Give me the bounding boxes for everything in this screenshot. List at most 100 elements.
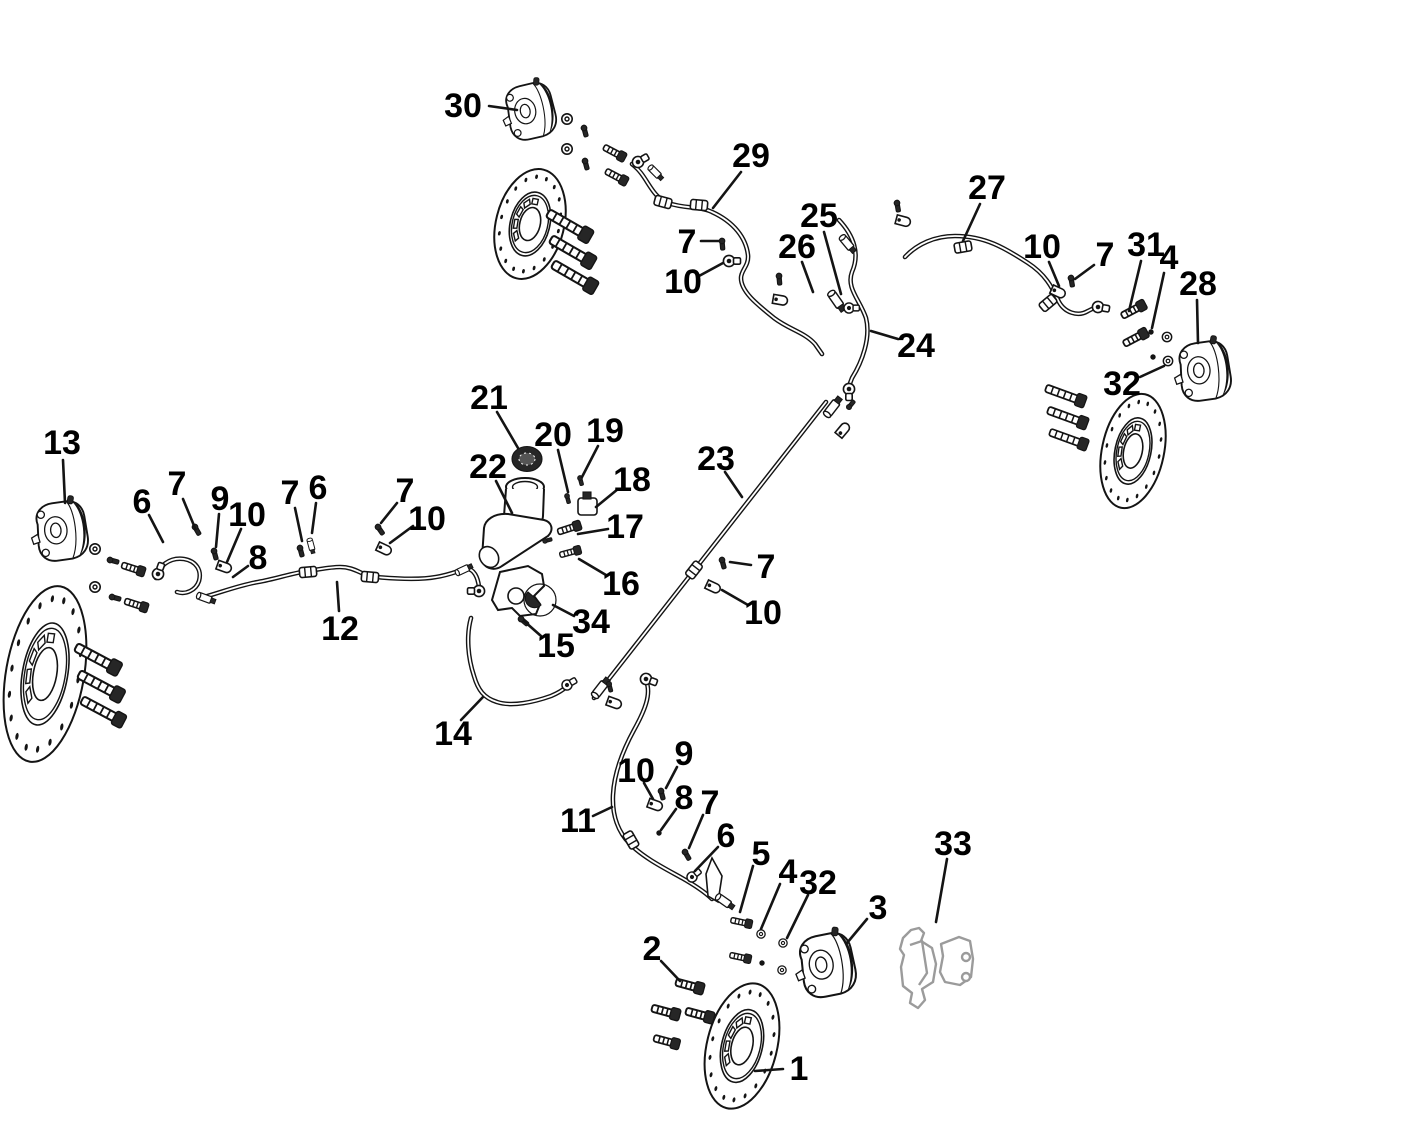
- callout-32: 32: [785, 864, 837, 940]
- callout-leader-26: [800, 260, 815, 294]
- banjo-fitting: [1090, 299, 1112, 316]
- hose-clamp-18: [577, 497, 598, 516]
- callout-label-27: 27: [968, 169, 1006, 207]
- callout-7: 7: [728, 548, 775, 586]
- callout-19: 19: [580, 412, 624, 479]
- hose-end-fitting: [713, 892, 737, 912]
- callout-label-6: 6: [133, 483, 152, 521]
- brake-line-11-inner: [612, 680, 713, 900]
- callout-7: 7: [678, 223, 721, 261]
- hose-clamp: [771, 293, 789, 307]
- callout-9: 9: [664, 735, 693, 790]
- pin-bolt: [210, 547, 220, 561]
- callout-6: 6: [309, 469, 328, 535]
- nut: [759, 960, 765, 966]
- callout-label-4: 4: [1160, 239, 1179, 277]
- left-brake-assembly: [0, 493, 151, 770]
- callout-leader-22: [494, 479, 514, 515]
- pin-bolt: [106, 556, 120, 566]
- callout-24: 24: [869, 327, 935, 365]
- callout-label-1: 1: [790, 1050, 809, 1088]
- callout-leader-30: [487, 104, 519, 112]
- callout-label-26: 26: [778, 228, 816, 266]
- callout-leader-10: [642, 781, 655, 801]
- nut: [1148, 329, 1154, 335]
- callout-leader-28: [1195, 298, 1200, 345]
- callout-label-19: 19: [586, 412, 624, 450]
- callout-label-7: 7: [1096, 236, 1115, 274]
- callout-12: 12: [321, 580, 359, 648]
- callout-7: 7: [168, 465, 197, 530]
- callout-label-32: 32: [799, 864, 837, 902]
- callout-31: 31: [1127, 226, 1165, 313]
- brake-caliper-28: [1170, 333, 1234, 404]
- callout-label-24: 24: [897, 327, 935, 365]
- hose-clamp: [894, 214, 913, 229]
- bolt: [600, 141, 629, 164]
- washer: [1161, 331, 1173, 343]
- brake-disc: [1090, 387, 1176, 515]
- mounting-bolt: [683, 1004, 717, 1026]
- callout-leader-4: [1150, 271, 1166, 330]
- callout-leader-17: [576, 527, 610, 536]
- line-27-fittings: [893, 199, 1112, 316]
- pin-bolt: [296, 544, 306, 558]
- pin-20: [563, 492, 572, 505]
- hose-bracket: [705, 856, 723, 904]
- callout-label-7: 7: [701, 784, 720, 822]
- hose-connector: [952, 239, 974, 255]
- callout-5: 5: [738, 835, 770, 914]
- callout-label-25: 25: [800, 197, 838, 235]
- callout-leader-8: [659, 807, 678, 832]
- bolt-5: [729, 914, 754, 930]
- callout-label-8: 8: [675, 779, 694, 817]
- washer-4: [756, 929, 766, 939]
- pin-bolt: [657, 787, 667, 801]
- callout-label-23: 23: [697, 440, 735, 478]
- callout-label-10: 10: [744, 594, 782, 632]
- callout-label-17: 17: [606, 508, 644, 546]
- callout-leader-31: [1127, 259, 1143, 313]
- callout-leader-19: [580, 444, 600, 479]
- callout-10: 10: [664, 261, 725, 301]
- callout-label-34: 34: [572, 603, 610, 641]
- callout-7: 7: [379, 472, 414, 525]
- callout-26: 26: [778, 228, 816, 294]
- callout-leader-7: [687, 813, 705, 850]
- pin-bolt: [580, 124, 590, 138]
- callout-leader-15: [522, 619, 543, 638]
- master-cylinder-assembly: [466, 445, 598, 628]
- callout-label-6: 6: [309, 469, 328, 507]
- callout-leader-5: [738, 864, 755, 914]
- bolt: [1120, 325, 1151, 350]
- brake-line-12-inner: [155, 557, 480, 598]
- callout-25: 25: [800, 197, 843, 296]
- mounting-bolt: [649, 1001, 683, 1023]
- callout-4: 4: [1150, 239, 1179, 330]
- callout-label-7: 7: [281, 474, 300, 512]
- switch-circle-34: [523, 583, 557, 617]
- callout-leader-27: [961, 202, 982, 243]
- callout-label-9: 9: [211, 480, 230, 518]
- washer: [777, 965, 787, 975]
- callout-label-30: 30: [444, 87, 482, 125]
- callout-leader-25: [822, 230, 843, 296]
- callout-27: 27: [961, 169, 1006, 243]
- callout-leader-13: [61, 458, 67, 505]
- callout-leader-7: [1073, 263, 1096, 281]
- callout-3: 3: [845, 889, 887, 945]
- callout-leader-20: [556, 448, 570, 494]
- callout-label-10: 10: [228, 496, 266, 534]
- callout-28: 28: [1179, 265, 1217, 345]
- hose-fitting: [646, 163, 666, 183]
- callout-22: 22: [469, 448, 514, 515]
- callout-10: 10: [617, 752, 655, 801]
- callout-leader-10: [388, 524, 415, 545]
- washer: [1162, 355, 1174, 367]
- callout-leader-16: [577, 557, 608, 577]
- callout-leader-7: [379, 501, 399, 525]
- callout-label-31: 31: [1127, 226, 1165, 264]
- callout-label-28: 28: [1179, 265, 1217, 303]
